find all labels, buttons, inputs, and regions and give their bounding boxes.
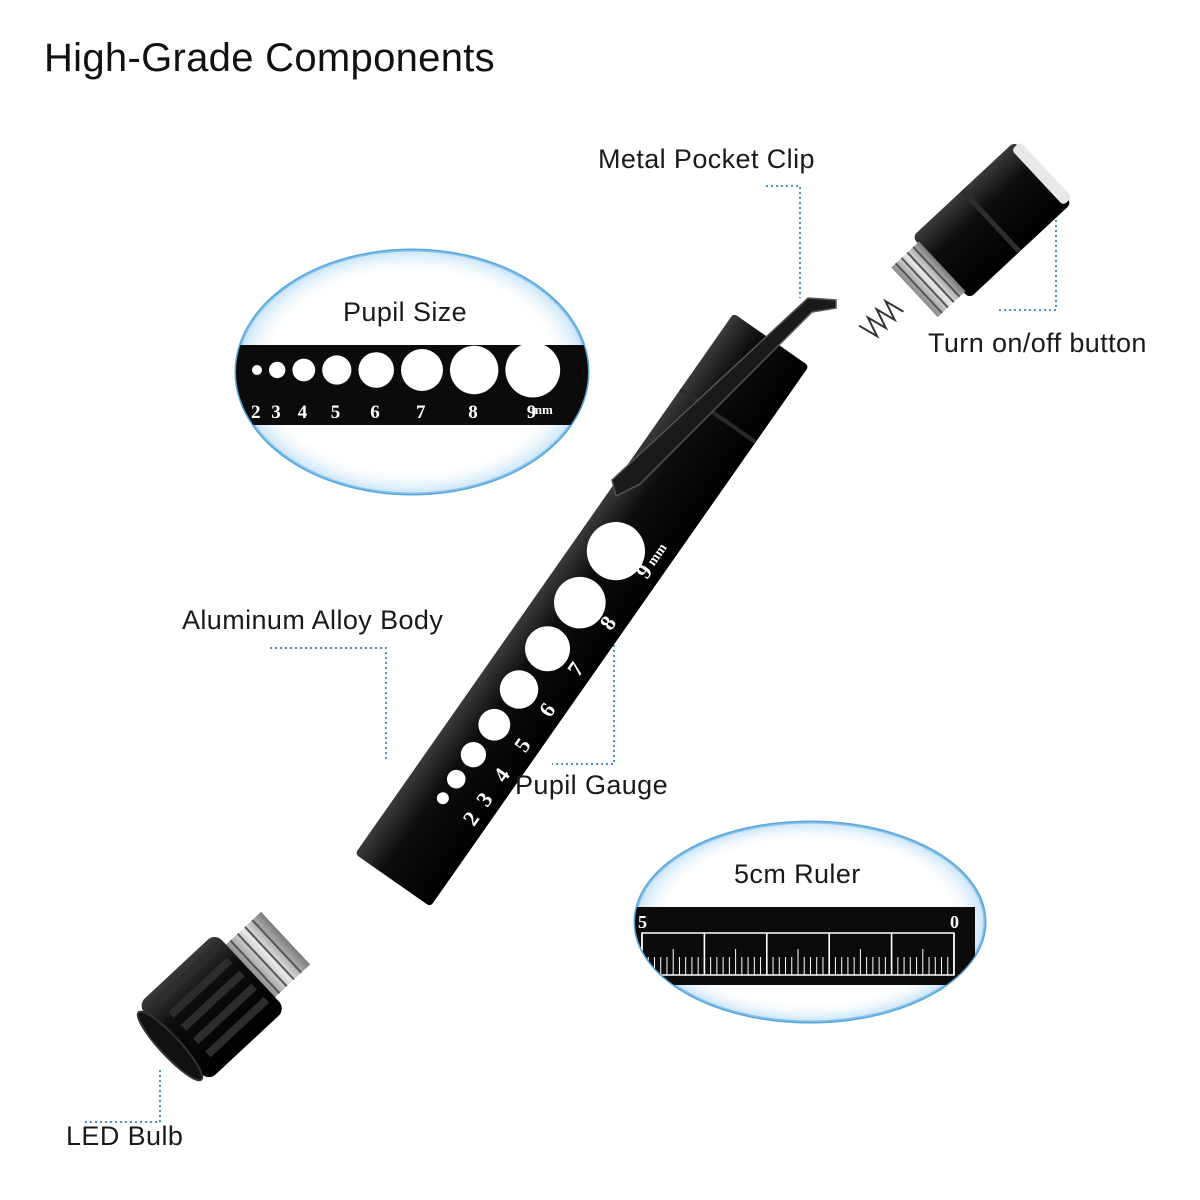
clip-leader (766, 185, 801, 298)
page-title: High-Grade Components (44, 36, 495, 80)
tail-cap-threads (891, 241, 966, 318)
head-assembly (136, 911, 311, 1082)
gauge-dot-7 (525, 626, 571, 672)
pocket-clip (611, 297, 837, 498)
pupil-size-number-3: 3 (271, 402, 281, 423)
gauge-dot-2 (436, 792, 449, 805)
pupil-size-unit: mm (531, 402, 553, 417)
leader-lines (84, 185, 1057, 1123)
pupil-size-number-4: 4 (298, 402, 308, 423)
gauge-dot-4 (460, 742, 486, 768)
pupil-size-label: Pupil Size (343, 297, 468, 327)
pupil-size-dot-4 (292, 358, 316, 382)
bulb-label: LED Bulb (66, 1121, 184, 1151)
pupil-size-number-2: 2 (251, 402, 261, 423)
ruler-label: 5cm Ruler (734, 859, 861, 889)
tail-cap-end (1013, 143, 1071, 204)
knurling (156, 944, 270, 1058)
head-threads (224, 911, 311, 999)
gauge-dot-8 (554, 576, 606, 629)
tail-cap-groove (960, 188, 1022, 254)
gauge-dot-3 (446, 769, 466, 789)
ruler-start-number: 5 (638, 912, 647, 932)
gauge-label: Pupil Gauge (515, 770, 669, 800)
bulb-leader (84, 1070, 161, 1123)
led-bulb-window (136, 1010, 204, 1082)
pupil-size-number-6: 6 (370, 402, 380, 423)
gauge-leader (552, 590, 615, 765)
button-leader (996, 200, 1057, 311)
gauge-dot-9 (586, 522, 646, 581)
button-label: Turn on/off button (928, 328, 1147, 358)
tail-cap (891, 143, 1071, 318)
pupil-size-dot-6 (358, 352, 395, 388)
pupil-size-dot-3 (269, 361, 286, 379)
pupil-size-dot-7 (401, 349, 443, 391)
pupil-size-dot-2 (252, 365, 262, 375)
ruler-end-number: 0 (950, 912, 959, 932)
pupil-size-dot-9 (505, 342, 561, 398)
ruler-lens: 5 0 (633, 820, 987, 1024)
gauge-dot-5 (478, 708, 511, 741)
pupil-size-dot-8 (450, 345, 499, 395)
body-label: Aluminum Alloy Body (182, 605, 444, 635)
pupil-size-number-5: 5 (331, 402, 341, 423)
body-leader (270, 647, 387, 760)
spring (858, 298, 904, 339)
gauge-dot-6 (499, 670, 539, 709)
pupil-size-number-7: 7 (416, 402, 426, 423)
clip-label: Metal Pocket Clip (598, 144, 815, 174)
pupil-size-dot-5 (322, 355, 352, 385)
pupil-size-number-8: 8 (468, 402, 478, 423)
pupil-size-number-9: 9 (527, 402, 537, 423)
